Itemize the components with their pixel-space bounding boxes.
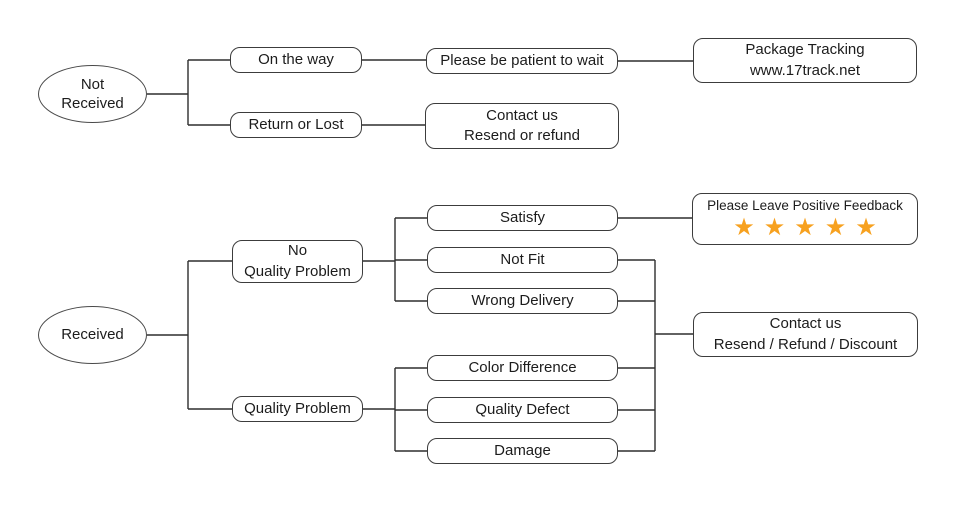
node-not-received: Not Received xyxy=(38,65,147,123)
node-wrong-delivery: Wrong Delivery xyxy=(427,288,618,314)
star-icon: ★ xyxy=(855,213,877,241)
node-damage: Damage xyxy=(427,438,618,464)
node-on-the-way: On the way xyxy=(230,47,362,73)
node-not-fit: Not Fit xyxy=(427,247,618,273)
stars-row: ★ ★ ★ ★ ★ xyxy=(729,213,882,241)
node-no-quality-problem: No Quality Problem xyxy=(232,240,363,283)
node-color-difference: Color Difference xyxy=(427,355,618,381)
node-quality-problem: Quality Problem xyxy=(232,396,363,422)
star-icon: ★ xyxy=(824,213,847,241)
node-positive-feedback: Please Leave Positive Feedback ★ ★ ★ ★ ★ xyxy=(692,193,918,245)
node-package-tracking: Package Tracking www.17track.net xyxy=(693,38,917,83)
positive-feedback-label: Please Leave Positive Feedback xyxy=(707,198,903,214)
node-satisfy: Satisfy xyxy=(427,205,618,231)
star-icon: ★ xyxy=(794,213,816,241)
connector-path xyxy=(147,59,693,452)
node-received: Received xyxy=(38,306,147,364)
star-icon: ★ xyxy=(733,213,755,241)
node-contact-resend-refund-discount: Contact us Resend / Refund / Discount xyxy=(693,312,918,357)
star-icon: ★ xyxy=(763,213,786,241)
node-please-be-patient: Please be patient to wait xyxy=(426,48,618,74)
node-contact-resend-refund: Contact us Resend or refund xyxy=(425,103,619,149)
node-quality-defect: Quality Defect xyxy=(427,397,618,423)
node-return-or-lost: Return or Lost xyxy=(230,112,362,138)
